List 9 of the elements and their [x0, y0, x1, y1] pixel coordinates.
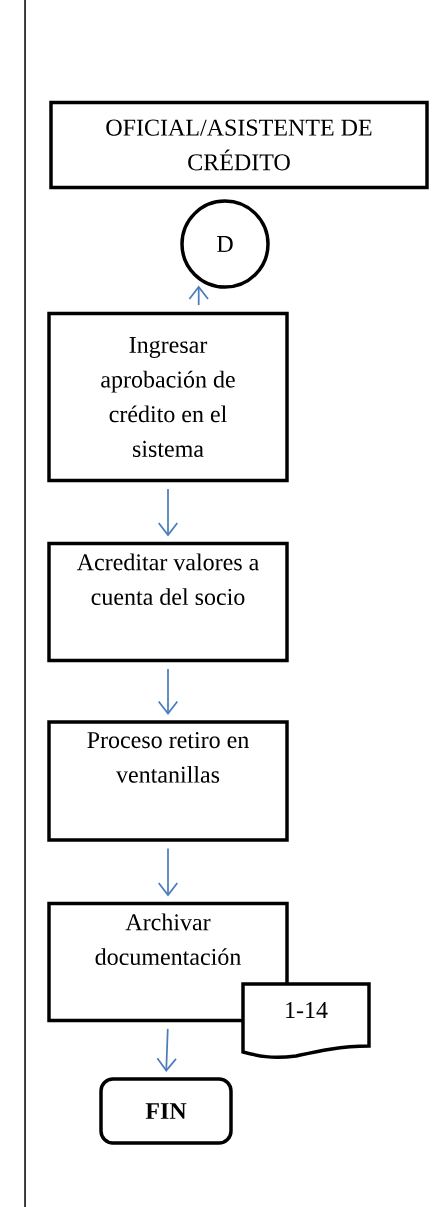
arrow [156, 1028, 177, 1072]
role-header-box: OFICIAL/ASISTENTE DE CRÉDITO [49, 100, 429, 190]
arrow [157, 847, 179, 897]
arrow [157, 668, 179, 715]
process-box: Proceso retiro en ventanillas [47, 720, 289, 842]
arrow [157, 488, 179, 537]
terminator-box: FIN [99, 1077, 233, 1145]
process-box: Ingresar aprobación de crédito en el sistema [47, 311, 289, 483]
process-box: Acreditar valores a cuenta del socio [47, 541, 289, 663]
